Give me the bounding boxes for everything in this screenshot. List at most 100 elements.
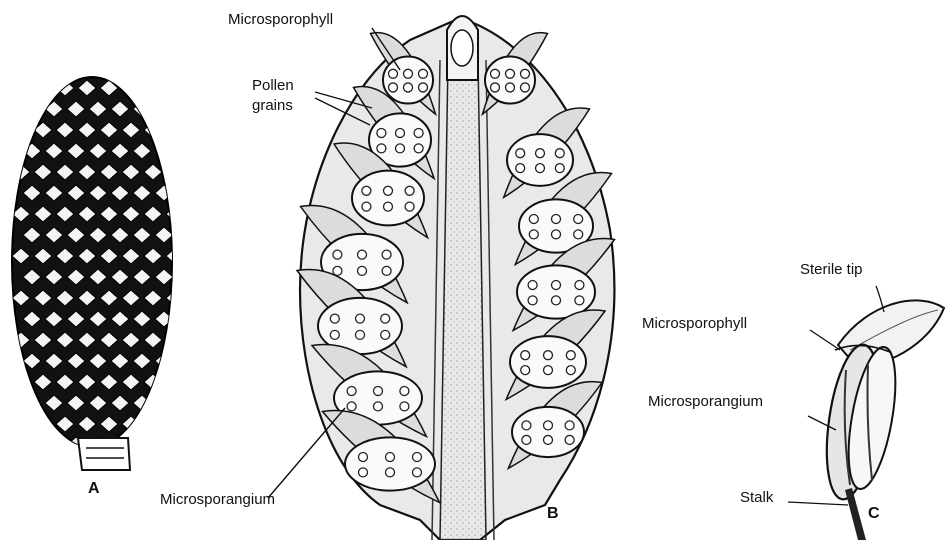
- pollen-grain: [347, 402, 356, 411]
- pollen-grain: [347, 387, 356, 396]
- cone-scale: [188, 206, 206, 222]
- pollen-grain: [413, 453, 422, 462]
- pollen-grain: [522, 421, 531, 430]
- pollen-grain: [333, 266, 342, 275]
- pollen-grain: [404, 83, 413, 92]
- pollen-grain: [552, 215, 561, 224]
- cone-scale: [199, 185, 217, 201]
- pollen-grain: [377, 129, 386, 138]
- cone-scale: [23, 101, 41, 117]
- pollen-grain: [404, 69, 413, 78]
- cone-scale: [144, 416, 162, 432]
- cone-scale: [166, 80, 184, 96]
- pollen-grain: [384, 202, 393, 211]
- pollen-grain: [566, 351, 575, 360]
- pollen-grain: [574, 215, 583, 224]
- cone-scale: [155, 395, 173, 411]
- cone-scale: [133, 437, 151, 453]
- cone-scale: [166, 122, 184, 138]
- pollen-grain: [544, 435, 553, 444]
- cone-scale: [199, 227, 217, 243]
- pollen-grain: [565, 435, 574, 444]
- cone-scale: [144, 80, 162, 96]
- pollen-grain: [516, 149, 525, 158]
- pollen-grain: [529, 230, 538, 239]
- pollen-grain: [544, 351, 553, 360]
- label-microsporangium-c: Microsporangium: [648, 394, 763, 410]
- cone-scale: [188, 122, 206, 138]
- cone-scale: [188, 80, 206, 96]
- panel-letter-b: B: [547, 505, 559, 523]
- cone-scale: [188, 416, 206, 432]
- pollen-grain: [529, 215, 538, 224]
- pollen-grain: [382, 266, 391, 275]
- pollen-grain: [575, 281, 584, 290]
- cone-scale: [177, 143, 195, 159]
- pollen-grain: [405, 202, 414, 211]
- cone-scale: [34, 80, 52, 96]
- cone-scale: [12, 122, 30, 138]
- pollen-grain: [552, 281, 561, 290]
- cone-scale: [199, 101, 217, 117]
- label-pollen-grains-line1: Pollen: [252, 78, 294, 94]
- pollen-grain: [516, 164, 525, 173]
- pollen-grain: [506, 69, 515, 78]
- cone-scale: [199, 353, 217, 369]
- pollen-grain: [555, 149, 564, 158]
- cone-scale: [199, 395, 217, 411]
- pollen-grain: [528, 281, 537, 290]
- pollen-grain: [574, 230, 583, 239]
- pollen-grain: [555, 164, 564, 173]
- pollen-grain: [330, 330, 339, 339]
- pollen-grain: [359, 453, 368, 462]
- pollen-grain: [413, 468, 422, 477]
- cone-scale: [199, 269, 217, 285]
- cone-scale: [199, 143, 217, 159]
- pollen-grain: [419, 83, 428, 92]
- pollen-grain: [544, 421, 553, 430]
- label-stalk: Stalk: [740, 490, 773, 506]
- cone-scale: [199, 311, 217, 327]
- cone-scale: [177, 395, 195, 411]
- label-microsporangium-b: Microsporangium: [160, 492, 275, 508]
- cone-section-view: [268, 16, 615, 540]
- pollen-grain: [552, 296, 561, 305]
- pollen-grain: [521, 83, 530, 92]
- cone-scale: [188, 332, 206, 348]
- cone-scale: [12, 80, 30, 96]
- pollen-grain: [522, 435, 531, 444]
- cone-scale: [166, 164, 184, 180]
- cone-scale: [177, 269, 195, 285]
- pollen-grain: [356, 330, 365, 339]
- pollen-grain: [405, 186, 414, 195]
- cone-scale: [188, 290, 206, 306]
- pollen-grain: [386, 468, 395, 477]
- pollen-grain: [358, 266, 367, 275]
- pollen-grain: [491, 69, 500, 78]
- pollen-grain: [333, 250, 342, 259]
- pollen-grain: [552, 230, 561, 239]
- pollen-grain: [359, 468, 368, 477]
- label-sterile-tip: Sterile tip: [800, 262, 863, 278]
- cone-scale: [166, 374, 184, 390]
- cone-scale: [177, 437, 195, 453]
- cone-scale: [166, 416, 184, 432]
- cone-scale: [199, 437, 217, 453]
- pollen-grain: [536, 149, 545, 158]
- pollen-grain: [565, 421, 574, 430]
- cone-scale: [188, 248, 206, 264]
- pollen-grain: [521, 351, 530, 360]
- cone-whole-view: [12, 77, 217, 470]
- label-microsporophyll-c: Microsporophyll: [642, 316, 747, 332]
- pollen-grain: [414, 129, 423, 138]
- cone-scale: [177, 185, 195, 201]
- pollen-grain: [389, 83, 398, 92]
- pollen-grain: [381, 330, 390, 339]
- pollen-grain: [575, 296, 584, 305]
- pollen-grain: [330, 314, 339, 323]
- cone-scale: [177, 311, 195, 327]
- cone-scale: [45, 437, 63, 453]
- pollen-grain: [356, 314, 365, 323]
- pollen-grain: [377, 144, 386, 153]
